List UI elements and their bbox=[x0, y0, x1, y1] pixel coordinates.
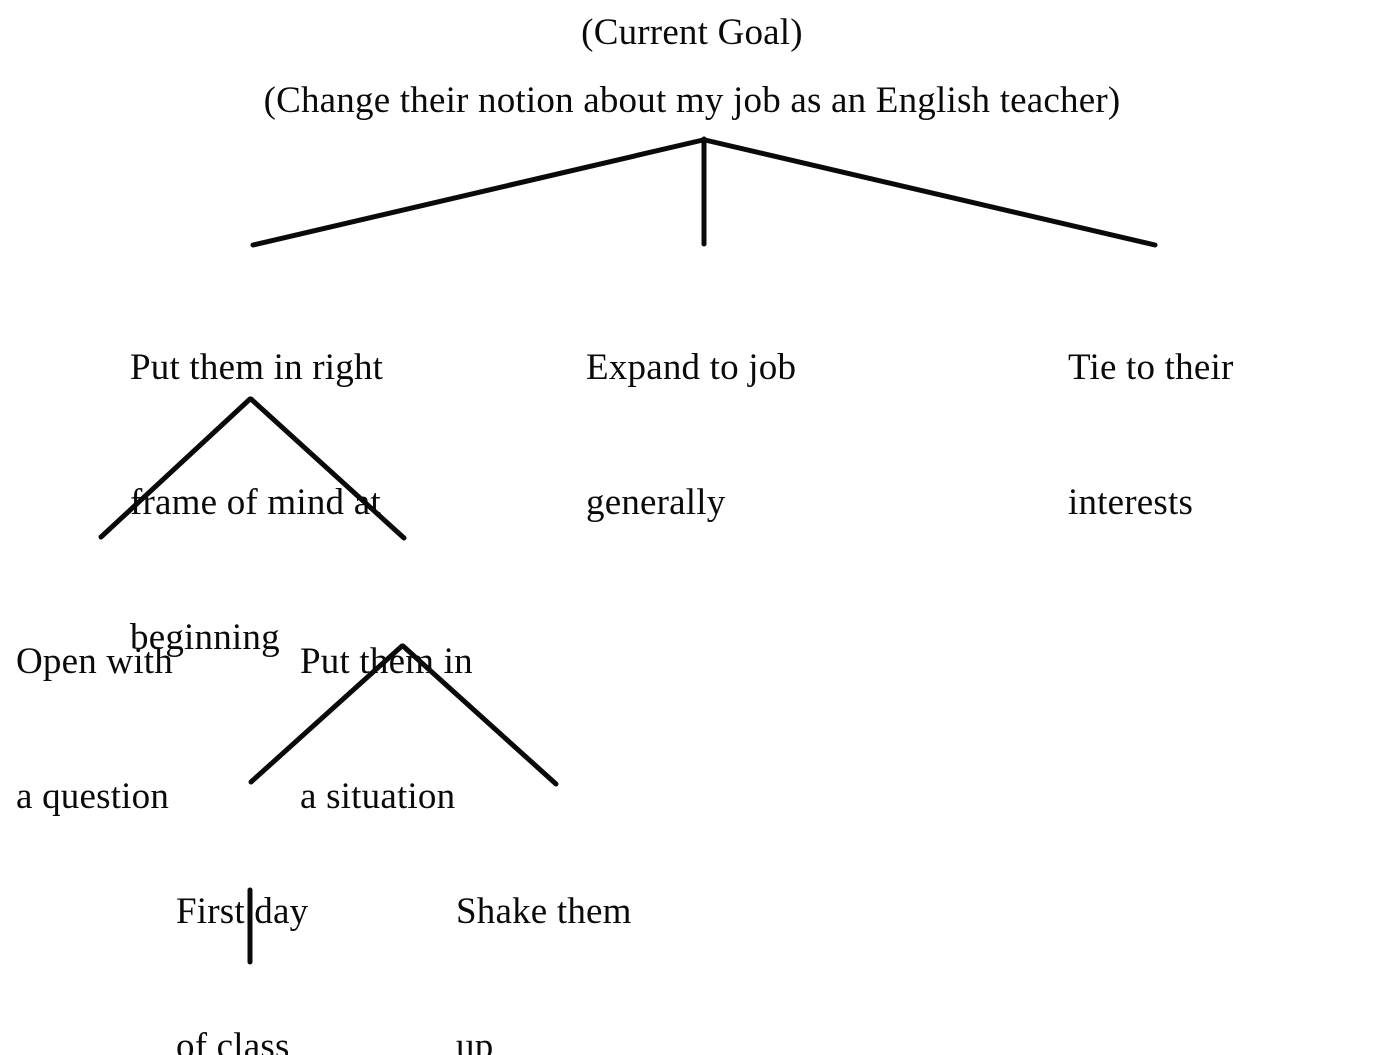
node-shake-them-up: Shake them up bbox=[456, 799, 632, 1055]
node-line: Open with bbox=[16, 641, 173, 682]
node-line: Put them in bbox=[300, 641, 473, 682]
root-node-goal-statement: (Change their notion about my job as an … bbox=[263, 80, 1121, 121]
node-line: interests bbox=[1068, 482, 1194, 523]
root-node-current-goal: (Current Goal) bbox=[581, 12, 803, 53]
node-line: Tie to their bbox=[1068, 347, 1234, 388]
node-line: frame of mind at bbox=[130, 482, 381, 523]
node-expand-to-job-generally: Expand to job generally bbox=[586, 255, 796, 615]
node-line: a situation bbox=[300, 776, 456, 817]
node-open-with-a-question: Open with a question bbox=[16, 549, 173, 909]
node-put-them-in-right-frame-of-mind: Put them in right frame of mind at begin… bbox=[130, 255, 383, 750]
node-line: Put them in right bbox=[130, 347, 384, 388]
node-101-class: 101 class bbox=[172, 975, 310, 1055]
node-line: generally bbox=[586, 482, 726, 523]
edge-root-to-put-right bbox=[250, 137, 706, 248]
node-line: beginning bbox=[130, 617, 280, 658]
node-line: a question bbox=[16, 776, 170, 817]
node-line: of class bbox=[176, 1026, 290, 1055]
node-line: Shake them bbox=[456, 891, 632, 932]
node-tie-to-their-interests: Tie to their interests bbox=[1068, 255, 1234, 615]
edge-root-to-tie bbox=[702, 137, 1158, 248]
node-line: up bbox=[456, 1026, 494, 1055]
node-line: Expand to job bbox=[586, 347, 797, 388]
node-line: First day bbox=[176, 891, 309, 932]
node-put-them-in-a-situation: Put them in a situation bbox=[300, 549, 473, 909]
node-first-day-of-class: First day of class bbox=[176, 799, 308, 1055]
